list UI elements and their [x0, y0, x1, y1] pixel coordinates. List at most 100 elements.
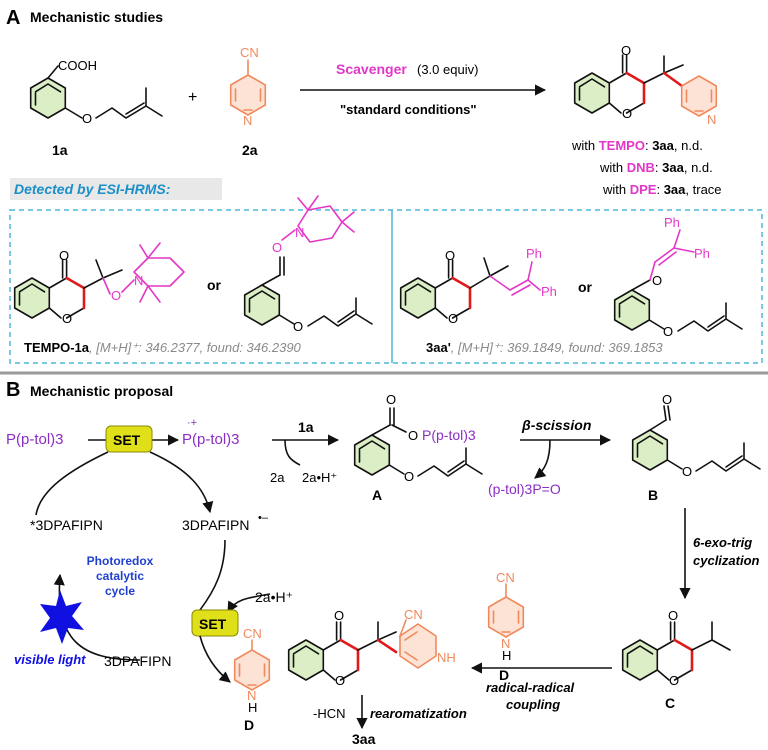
tempo-ester-ether-oxygen: O [293, 319, 303, 334]
cyclization-label-2: cyclization [693, 553, 760, 568]
b-acyl-oxygen: O [662, 392, 672, 407]
phosphine-reagent: P(p-tol)3 [6, 431, 64, 448]
intermediate-a-label: A [372, 487, 382, 503]
reagent-2a-label: 2a [270, 470, 285, 485]
d-left-label: D [244, 717, 254, 733]
intermediate-b-structure [631, 405, 761, 472]
c-ring-oxygen: O [669, 673, 679, 688]
tempo-adduct-ring-oxygen: O [62, 311, 72, 326]
detected-adducts-box [9, 209, 763, 364]
product-2ah-label: 2a•H⁺ [302, 470, 337, 485]
result-tempo: with TEMPO: 3aa, n.d. [571, 138, 703, 153]
a-ester-oxygen: O [408, 428, 418, 443]
reactant-1a-label: 1a [52, 142, 68, 158]
panel-a-title: Mechanistic studies [30, 9, 163, 25]
tempo-adduct-nitrogen: N [134, 273, 143, 288]
set-label-top: SET [113, 432, 141, 448]
tempo-1a-structure [15, 242, 185, 318]
tempo-1a-caption: TEMPO-1a, [M+H]⁺: 346.2377, found: 346.2… [24, 340, 302, 355]
d-left-cn: CN [243, 626, 262, 641]
visible-light-label: visible light [14, 652, 86, 667]
intermediate-a-structure [353, 407, 483, 477]
dpe-ketone-ph-2: Ph [694, 246, 710, 261]
scavenger-label: Scavenger [336, 61, 407, 77]
product-pyridine-nitrogen: N [707, 112, 716, 127]
reactant-2a-nitrogen: N [243, 113, 252, 128]
tempo-adduct-oxygen: O [111, 288, 121, 303]
reactant-1a-structure [29, 65, 163, 119]
coupling-label-1: radical-radical [486, 680, 575, 695]
dpe-adduct-ketone-oxygen: O [445, 248, 455, 263]
set-to-d-arrow [199, 635, 231, 683]
d-middle-label: D [499, 667, 509, 683]
coupled-ring-oxygen: O [335, 673, 345, 688]
cycle-arc-down [199, 539, 226, 611]
ground-catalyst: 3DPAFIPN [104, 653, 171, 669]
d-middle-n: N [501, 636, 510, 651]
or-text-2: or [578, 279, 593, 295]
product-ketone-oxygen: O [621, 43, 631, 58]
intermediate-c-label: C [665, 695, 675, 711]
dpe-adduct-caption: 3aa', [M+H]⁺: 369.1849, found: 369.1853 [426, 340, 663, 355]
tempo-ester-nitrogen: N [295, 225, 304, 240]
coupled-cn: CN [404, 607, 423, 622]
coupled-nh: NH [437, 650, 456, 665]
d-left-h: H [248, 700, 257, 715]
coupled-intermediate-structure [289, 619, 437, 680]
reactant-2a-label: 2a [242, 142, 258, 158]
result-dpe: with DPE: 3aa, trace [602, 182, 722, 197]
intermediate-b-label: B [648, 487, 658, 503]
detected-header-bg [10, 178, 222, 200]
minus-hcn: -HCN [313, 706, 346, 721]
scavenger-equiv: (3.0 equiv) [417, 62, 478, 77]
result-dnb: with DNB: 3aa, n.d. [599, 160, 713, 175]
plus-sign: + [188, 89, 197, 106]
step-1-side-arrow [284, 439, 301, 466]
set-label-bottom: SET [199, 616, 227, 632]
standard-conditions: "standard conditions" [340, 102, 477, 117]
set-box-top [105, 425, 153, 453]
reactant-1a-oxygen: O [82, 111, 92, 126]
radical-d-middle [487, 583, 525, 638]
cycle-arc-right [149, 451, 214, 514]
tempo-adduct-ketone-oxygen: O [59, 248, 69, 263]
cycle-label-2: catalytic [96, 569, 144, 583]
rearomatization-label: rearomatization [370, 706, 467, 721]
reactant-1a-cooh: COOH [58, 58, 97, 73]
cycle-label-1: Photoredox [87, 554, 154, 568]
a-phosphoranyl: P(p-tol)3 [422, 427, 476, 443]
phosphine-radical-cation: P(p-tol)3 [182, 431, 240, 448]
tempo-ester-oxygen: O [272, 240, 282, 255]
reactant-2a-cn: CN [240, 45, 259, 60]
a-ether-oxygen: O [404, 469, 414, 484]
cycle-arc-left [35, 451, 109, 516]
set-box-bottom [191, 609, 239, 637]
reduced-catalyst-charge: •– [258, 512, 269, 524]
b-ether-oxygen: O [682, 464, 692, 479]
product-3aa-structure [575, 55, 718, 117]
d-middle-h: H [502, 648, 511, 663]
coupling-label-2: coupling [506, 697, 560, 712]
dpe-adduct-ph-2: Ph [541, 284, 557, 299]
scavenger-results: with TEMPO: 3aa, n.d. with DNB: 3aa, n.d… [571, 138, 722, 197]
reagent-1a-label: 1a [298, 419, 314, 435]
beta-scission-side-arrow [534, 439, 551, 479]
product-ring-oxygen: O [622, 106, 632, 121]
dpe-ketone-ether-oxygen: O [663, 324, 673, 339]
dpe-adduct-structure [401, 257, 541, 318]
light-star-icon [40, 590, 84, 644]
radical-cation-charge: ·+ [187, 417, 197, 429]
excited-catalyst: *3DPAFIPN [30, 517, 103, 533]
d-left-n: N [247, 688, 256, 703]
dpe-ketone-ph-1: Ph [664, 215, 680, 230]
dpe-ketone-oxygen: O [652, 273, 662, 288]
panel-b-title: Mechanistic proposal [30, 383, 173, 399]
dpe-ketone-structure [613, 229, 743, 332]
c-ketone-oxygen: O [668, 608, 678, 623]
reduced-catalyst: 3DPAFIPN [182, 517, 249, 533]
intermediate-c-structure [623, 621, 731, 680]
a-carbonyl-oxygen: O [386, 392, 396, 407]
dpe-adduct-ph-1: Ph [526, 246, 542, 261]
beta-scission-label: β-scission [521, 417, 591, 433]
